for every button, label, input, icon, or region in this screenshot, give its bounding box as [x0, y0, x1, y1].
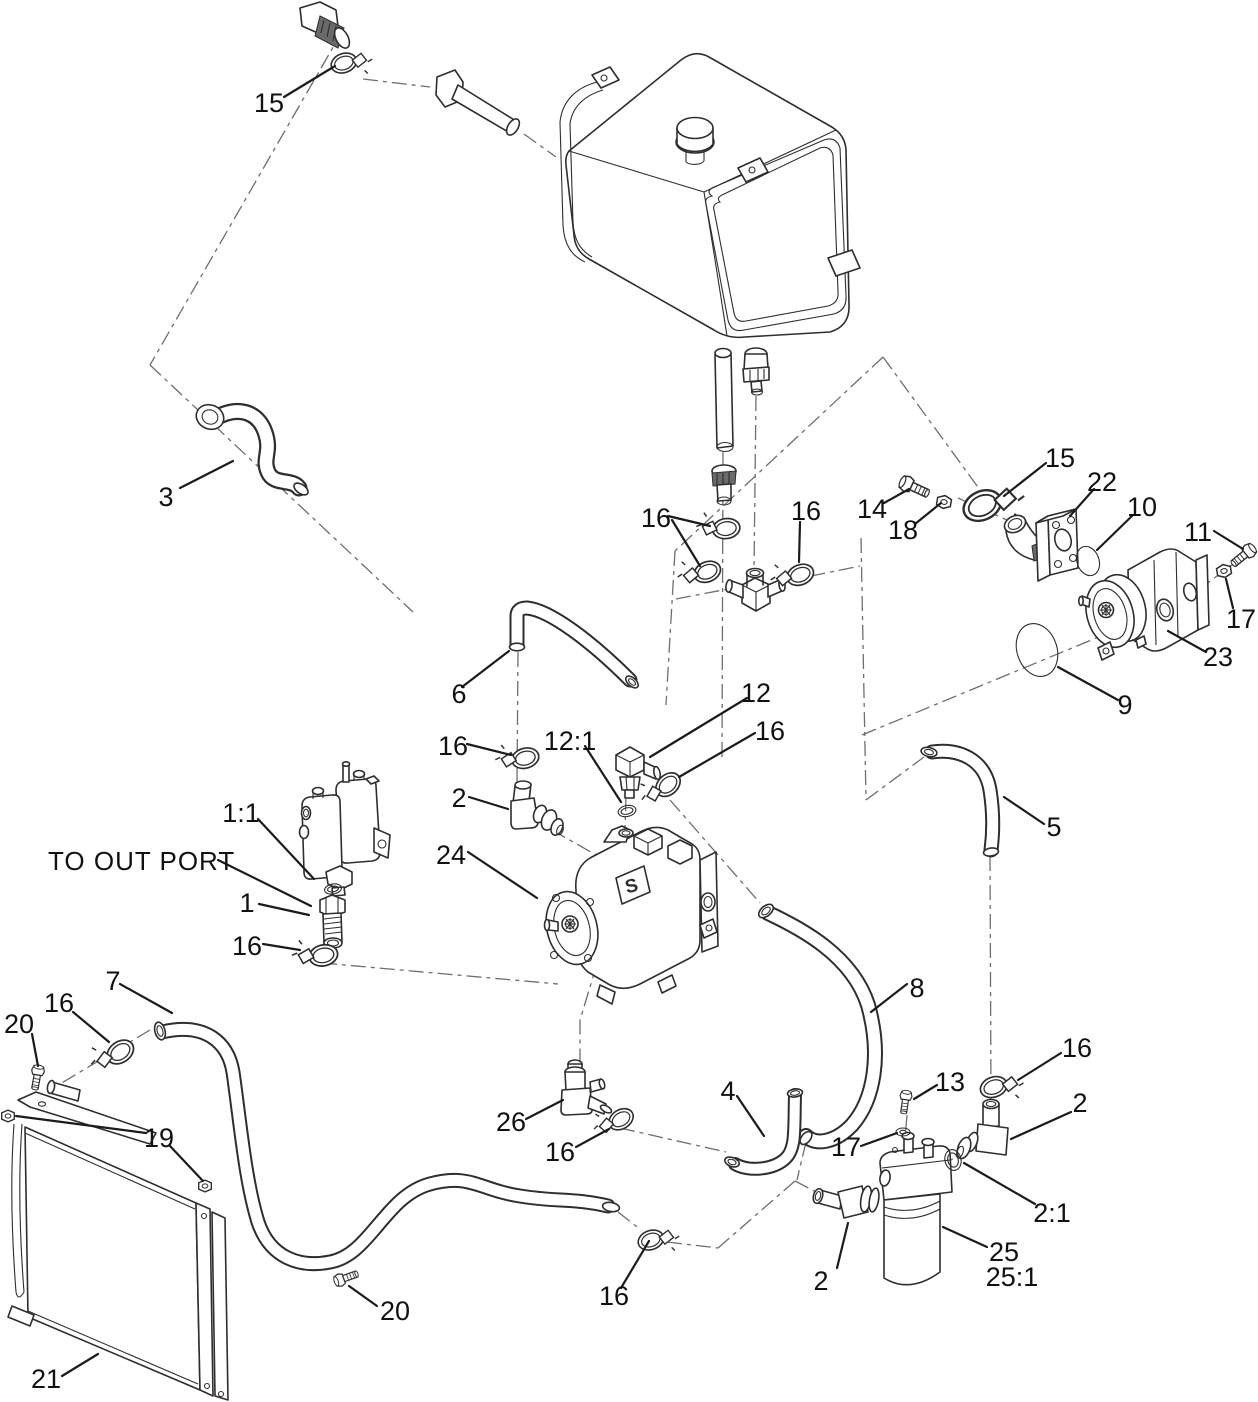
callout-20-bottom: 20 — [380, 1296, 410, 1326]
callout-1-1: 1:1 — [222, 798, 260, 828]
o-ring-10 — [1075, 545, 1101, 577]
callout-9: 9 — [1117, 690, 1132, 720]
callout-16-filter: 16 — [1062, 1033, 1092, 1063]
o-ring-2-1 — [944, 1149, 962, 1171]
callout-16-tee-right: 16 — [791, 496, 821, 526]
tank-strap-right — [705, 138, 847, 332]
hydraulic-tank — [559, 52, 861, 339]
tank-foot — [827, 249, 861, 277]
callout-15-top: 15 — [254, 88, 284, 118]
tank-outlet-tube — [714, 347, 734, 453]
callout-12: 12 — [741, 678, 771, 708]
oil-cooler-21 — [7, 1079, 229, 1401]
hose-7 — [153, 1021, 621, 1272]
filler-tube — [435, 69, 521, 136]
nut-19-right — [198, 1179, 212, 1193]
tank-filler-cap — [675, 116, 715, 165]
bolt-13 — [897, 1089, 914, 1116]
callout-16-at-26: 16 — [545, 1137, 575, 1167]
callout-26: 26 — [496, 1107, 526, 1137]
filler-plug — [299, 1, 351, 49]
hose-8 — [757, 903, 883, 1150]
elbow-fitting-12 — [615, 746, 662, 799]
callout-2-filter-right: 2 — [1072, 1088, 1087, 1118]
callout-22: 22 — [1087, 467, 1117, 497]
hose-clamp-16-bottom-mid — [634, 1220, 685, 1263]
o-ring-9 — [1015, 623, 1059, 677]
callout-16-under-tank: 16 — [641, 503, 671, 533]
callout-25: 25 — [989, 1237, 1019, 1267]
nut-17-right — [1215, 562, 1233, 580]
callout-6: 6 — [451, 679, 466, 709]
callout-2-filter-bottom: 2 — [813, 1266, 828, 1296]
callout-10: 10 — [1127, 492, 1157, 522]
flange-22 — [1035, 508, 1079, 582]
callout-8: 8 — [909, 973, 924, 1003]
callout-25-1: 25:1 — [986, 1262, 1039, 1292]
tank-strap-left — [559, 66, 620, 263]
o-ring-1-1 — [324, 883, 342, 895]
elbow-fitting-2-filter-left — [812, 1185, 880, 1219]
callout-23: 23 — [1203, 642, 1233, 672]
elbow-fitting-26 — [560, 1059, 613, 1116]
callout-15-right: 15 — [1045, 443, 1075, 473]
callout-16-valve: 16 — [232, 931, 262, 961]
callout-2-mid: 2 — [451, 783, 466, 813]
fitting-1 — [319, 894, 346, 949]
hose-clamp-16-under-tank — [693, 507, 743, 544]
hose-clamp-16-cooler — [82, 1026, 139, 1080]
o-ring-12-1 — [617, 804, 637, 818]
callout-16-cooler: 16 — [44, 988, 74, 1018]
control-valve — [298, 760, 391, 897]
callout-1: 1 — [239, 888, 254, 918]
tee-fitting — [725, 567, 786, 612]
hose-clamp-15-top — [327, 43, 378, 86]
callout-20-top: 20 — [4, 1009, 34, 1039]
callout-7: 7 — [105, 966, 120, 996]
callout-13: 13 — [935, 1067, 965, 1097]
hose-3 — [195, 403, 309, 497]
callout-labels: 15 3 16 16 14 18 15 22 10 11 17 23 9 6 1… — [4, 88, 1256, 1394]
callout-16-mid-right: 16 — [755, 716, 785, 746]
callout-17-right: 17 — [1226, 604, 1256, 634]
bolt-20-top — [27, 1063, 46, 1092]
elbow-fitting-2-filter-right — [955, 1098, 1009, 1160]
washer-17-filter — [895, 1127, 911, 1137]
callout-19: 19 — [144, 1123, 174, 1153]
bolt-14 — [896, 472, 933, 503]
leader-lines — [14, 64, 1245, 1378]
callout-16-mid-left: 16 — [438, 731, 468, 761]
callout-11: 11 — [1184, 517, 1212, 547]
hose-clamp-16-tee-left — [672, 548, 725, 593]
callout-17-filter: 17 — [831, 1132, 861, 1162]
tank-breather-fitting — [742, 347, 770, 396]
callout-18: 18 — [888, 515, 918, 545]
note-to-out-port: TO OUT PORT — [48, 846, 235, 876]
bolt-20-bottom — [331, 1266, 361, 1289]
hose-6 — [508, 600, 640, 689]
callout-5: 5 — [1046, 812, 1061, 842]
callout-16-bottom-mid: 16 — [599, 1281, 629, 1311]
callout-4: 4 — [720, 1076, 735, 1106]
hose-4 — [723, 1088, 804, 1176]
gear-pump-23 — [1078, 548, 1210, 661]
hose-5 — [920, 743, 1001, 858]
pump-logo-letter: S — [623, 875, 640, 898]
hydrostatic-pump-24: S — [543, 825, 719, 1005]
oil-filter-25 — [879, 1131, 953, 1286]
callout-2-1: 2:1 — [1033, 1198, 1071, 1228]
elbow-fitting-2-mid — [510, 780, 564, 836]
callout-3: 3 — [158, 482, 173, 512]
callout-24: 24 — [436, 840, 466, 870]
nut-19-left — [1, 1109, 15, 1123]
nut-18 — [935, 493, 953, 511]
suction-fitting — [711, 464, 737, 506]
callout-12-1: 12:1 — [544, 726, 597, 756]
bolt-11 — [1227, 540, 1258, 571]
callout-21: 21 — [31, 1364, 61, 1394]
callout-14: 14 — [857, 494, 887, 524]
